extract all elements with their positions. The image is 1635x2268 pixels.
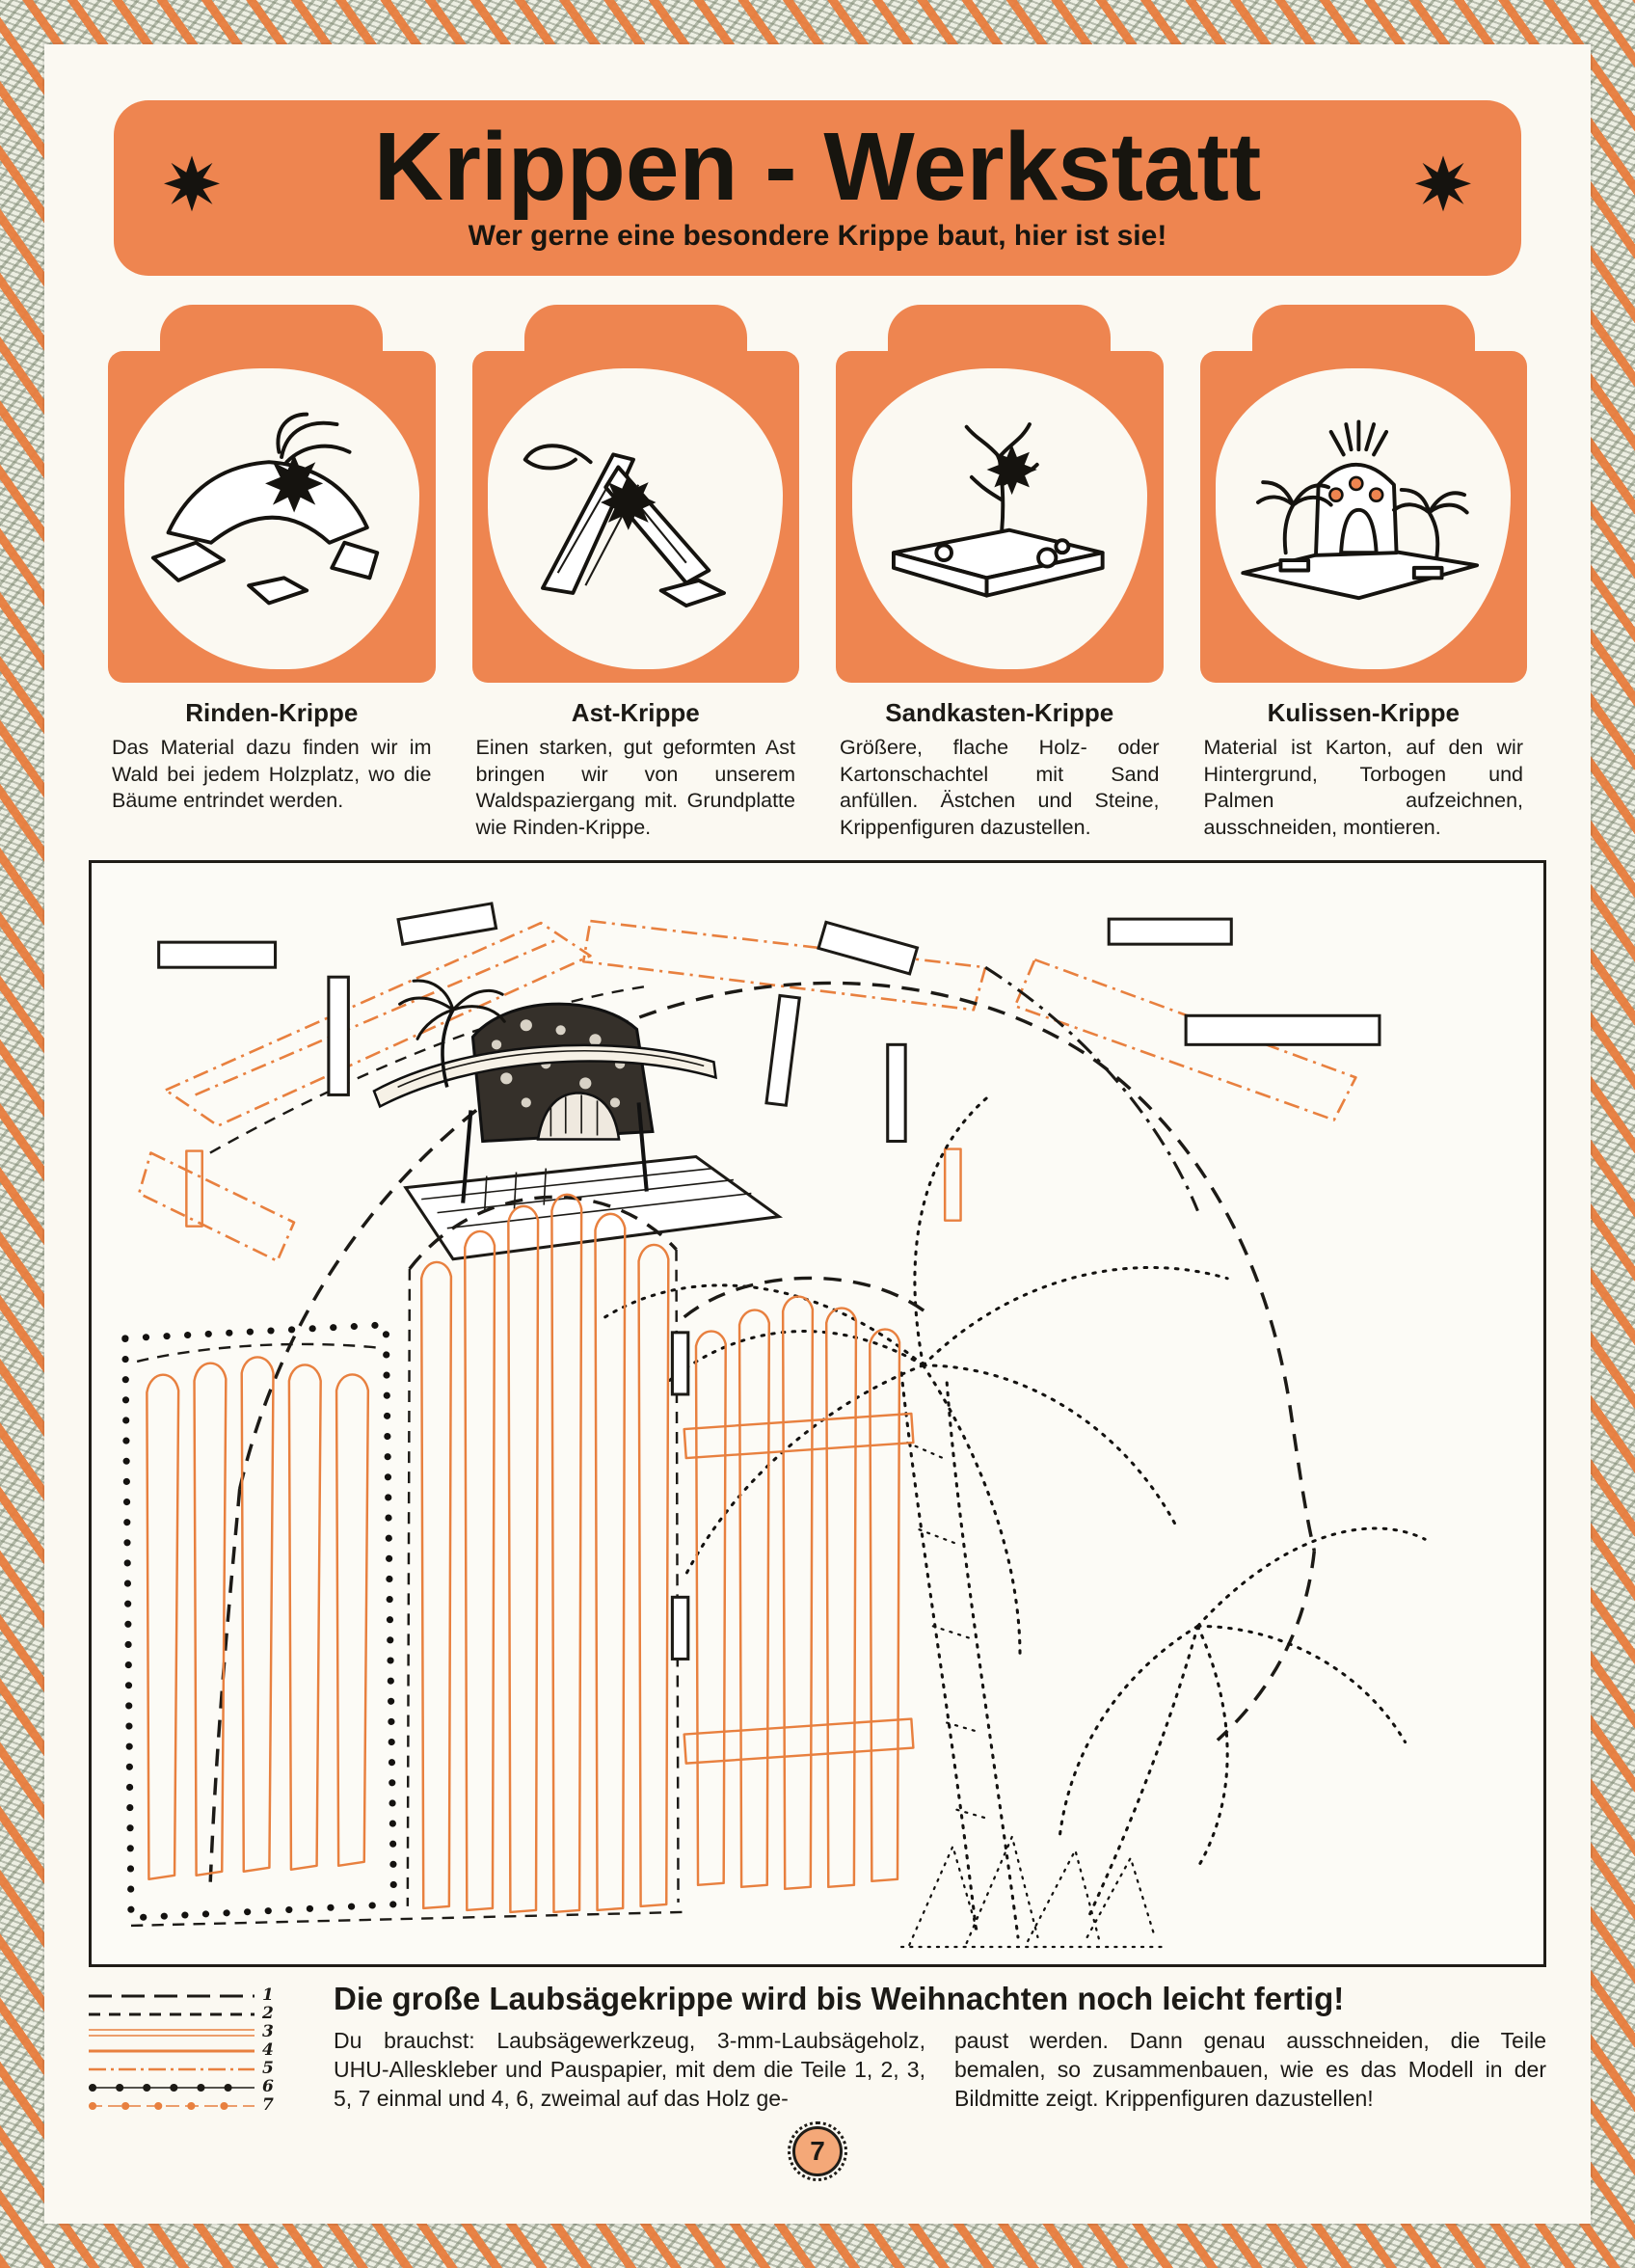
legend-number: 5: [262, 2059, 274, 2079]
slot-rectangles: [157, 902, 1381, 1144]
legend-row: 4: [89, 2041, 308, 2060]
caption-sandkasten: Sandkasten-Krippe Größere, flache Holz- …: [836, 698, 1164, 841]
footer-section: 1 2 3 4 5 6 7: [89, 1981, 1546, 2115]
backdrop-scenery-illustration: [1240, 419, 1479, 601]
ground-dashed-line: [130, 1910, 684, 1928]
legend-line-dashdot-orange: [89, 2067, 255, 2070]
instructions-heading: Die große Laubsägekrippe wird bis Weihna…: [334, 1981, 1345, 2017]
legend-row: 7: [89, 2096, 308, 2115]
panel-rinden-krippe: [108, 305, 436, 683]
plank-group-left: [121, 1321, 398, 1922]
branch-illustration: [523, 444, 726, 608]
caption-rinden: Rinden-Krippe Das Material dazu finden w…: [108, 698, 436, 841]
header-banner: Krippen - Werkstatt Wer gerne eine beson…: [114, 100, 1521, 276]
instructions-col-1: Du brauchst: Laubsägewerkzeug, 3-mm-Laub…: [334, 2028, 925, 2111]
legend-number: 6: [262, 2077, 274, 2097]
legend-line-double-thin: [89, 2028, 255, 2037]
legend-row: 5: [89, 2060, 308, 2078]
caption-text: Material ist Karton, auf den wir Hinterg…: [1203, 736, 1524, 839]
line-style-legend: 1 2 3 4 5 6 7: [89, 1981, 308, 2115]
legend-row: 1: [89, 1986, 308, 2005]
caption-kulissen: Kulissen-Krippe Material ist Karton, auf…: [1200, 698, 1528, 841]
page-subtitle: Wer gerne eine besondere Krippe baut, hi…: [468, 220, 1167, 252]
legend-line-dash-short: [89, 2012, 255, 2016]
instructions-block: Die große Laubsägekrippe wird bis Weihna…: [334, 1981, 1546, 2114]
legend-line-dot-chain-black: [89, 2083, 255, 2092]
legend-row: 3: [89, 2023, 308, 2041]
legend-number: 3: [262, 2022, 274, 2042]
eight-point-star-icon: [164, 155, 220, 212]
panel-ast-krippe: [471, 305, 799, 683]
caption-title: Rinden-Krippe: [185, 698, 359, 727]
legend-line-dot-chain-orange: [89, 2101, 255, 2110]
caption-ast: Ast-Krippe Einen starken, gut geformten …: [472, 698, 800, 841]
panel-kulissen-krippe: [1199, 305, 1527, 683]
page-number: 7: [810, 2136, 825, 2167]
plank-group-middle: [406, 1193, 680, 1914]
nativity-stable-illustration: [372, 979, 784, 1261]
eight-point-star-icon: [1415, 155, 1471, 212]
idea-panels-row: [108, 305, 1527, 683]
caption-text: Das Material dazu finden wir im Wald bei…: [112, 736, 432, 813]
roof-piece-outlines: [137, 919, 1357, 1263]
instructions-columns: Du brauchst: Laubsägewerkzeug, 3-mm-Laub…: [334, 2027, 1546, 2114]
magazine-page: Krippen - Werkstatt Wer gerne eine beson…: [44, 44, 1591, 2224]
legend-line-solid-orange: [89, 2049, 255, 2053]
cutting-pattern-sheet: [89, 860, 1546, 1968]
legend-number: 7: [262, 2095, 274, 2116]
page-title: Krippen - Werkstatt: [373, 113, 1262, 221]
caption-text: Einen starken, gut geformten Ast bringen…: [475, 736, 796, 839]
plank-group-right: [670, 1276, 928, 1891]
legend-line-dash-long: [89, 1994, 255, 1998]
captions-row: Rinden-Krippe Das Material dazu finden w…: [108, 698, 1527, 841]
bark-cave-illustration: [151, 412, 380, 606]
legend-number: 2: [262, 2004, 274, 2024]
legend-number: 1: [262, 1985, 274, 2006]
caption-title: Sandkasten-Krippe: [885, 698, 1114, 727]
pattern-drawing: [121, 902, 1427, 1949]
page-number-badge: 7: [788, 2121, 847, 2182]
sandbox-illustration: [892, 422, 1105, 598]
panel-sandkasten-krippe: [836, 305, 1164, 683]
backdrop-contour-dashed: [208, 965, 1317, 1889]
legend-row: 2: [89, 2005, 308, 2023]
legend-number: 4: [262, 2040, 274, 2061]
palm-tree-dotted-outline: [603, 1093, 1427, 1939]
legend-row: 6: [89, 2078, 308, 2096]
instructions-col-2: paust werden. Dann genau ausschneiden, d…: [954, 2028, 1546, 2111]
grass-tuft-dotted: [899, 1833, 1169, 1949]
caption-title: Kulissen-Krippe: [1267, 698, 1460, 727]
caption-text: Größere, flache Holz- oder Kartonschacht…: [840, 736, 1160, 839]
caption-title: Ast-Krippe: [571, 698, 700, 727]
